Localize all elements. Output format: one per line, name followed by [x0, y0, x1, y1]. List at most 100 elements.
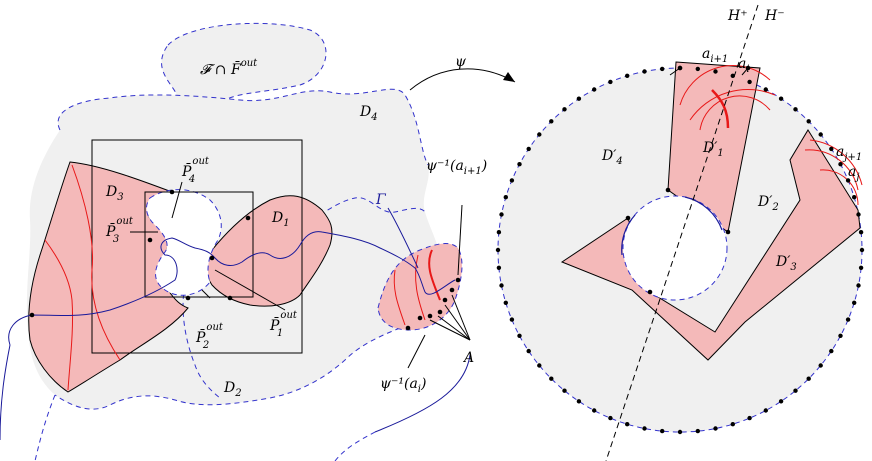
line-h [605, 4, 759, 461]
disk-boundary-point [859, 247, 865, 253]
disk-boundary-point [730, 422, 735, 427]
label-psi-inv-ai: ψ⁻¹(ai) [380, 376, 426, 395]
disk-boundary-point [778, 399, 784, 404]
white-hole-blue-arc-2 [684, 196, 723, 231]
label-a-i1: ai+1 [702, 46, 728, 65]
disk-boundary-point [537, 363, 542, 368]
white-hole-blue-arc [621, 214, 636, 256]
gray-domain-boundary-bottom [54, 327, 401, 410]
disk-boundary-point [562, 107, 567, 112]
disk-boundary-point [517, 333, 522, 338]
disk-boundary-point [549, 376, 554, 381]
red-curve-1 [71, 164, 121, 361]
label-d3: D3 [105, 184, 124, 203]
red-arc-thick [711, 89, 730, 129]
points-right-inner [625, 65, 751, 295]
point [437, 309, 443, 315]
disk-boundary-point [496, 265, 502, 270]
label-d4: D4 [359, 104, 378, 123]
disk-boundary-point [793, 388, 798, 393]
disk-boundary-point [793, 107, 798, 112]
disk-boundary-point [763, 87, 768, 92]
disk-boundary-point [537, 132, 542, 137]
label-d4-prime: D′4 [601, 148, 623, 167]
label-h-minus: H⁻ [764, 8, 785, 24]
disk-boundary-point [713, 69, 718, 74]
disk-boundary-point [576, 96, 582, 101]
point [427, 313, 433, 319]
label-psi-inv-ai1: ψ⁻¹(ai+1) [426, 158, 487, 177]
label-a-j: aj [848, 164, 859, 183]
disk-boundary-point [695, 66, 700, 72]
label-gamma: Γ [375, 192, 387, 208]
white-hole-disk [622, 195, 728, 301]
red-curve-4 [415, 254, 426, 321]
disk-boundary-point [845, 178, 851, 183]
point [405, 325, 411, 331]
point [209, 255, 215, 261]
point [725, 229, 731, 235]
disk-boundary-point [730, 73, 735, 79]
blue-curve-right-tail [374, 354, 471, 433]
label-d2: D2 [223, 380, 242, 399]
disk-boundary-point [695, 428, 700, 434]
blue-curve-gamma [8, 231, 456, 346]
point [625, 215, 631, 221]
label-a-j1: aj+1 [836, 144, 862, 163]
blue-gamma-arrow [387, 207, 419, 269]
disk-boundary-point [677, 429, 683, 435]
gray-domain-boundary-right-tail [334, 431, 376, 461]
disk-boundary-point [576, 399, 582, 404]
disk-boundary-point [526, 146, 531, 152]
disk-boundary-point [499, 283, 504, 288]
disk-boundary-point [829, 146, 834, 152]
point [417, 315, 423, 321]
white-hole-pout [146, 189, 222, 296]
disk-boundary-point [818, 363, 823, 368]
disk-boundary-point [858, 265, 864, 270]
disk-boundary-point [818, 132, 823, 137]
point [449, 287, 455, 293]
point [245, 215, 251, 221]
boundary-points-left [29, 189, 461, 331]
point [169, 189, 175, 195]
disk-boundary-point [625, 73, 630, 79]
disk-boundary-point [763, 408, 768, 413]
disk-boundary-point [625, 422, 630, 427]
disk-boundary-point [806, 119, 811, 124]
gray-domain-boundary-top [57, 88, 429, 166]
disk-boundary-point [747, 79, 752, 85]
inner-box [144, 191, 254, 298]
point [147, 237, 153, 243]
disk-boundary-point [642, 426, 647, 431]
disk-boundary-point [778, 96, 784, 101]
disk-boundary-point [806, 376, 811, 381]
disk-boundary-point [713, 426, 718, 431]
point [442, 297, 448, 303]
label-d3-prime: D′3 [775, 254, 797, 273]
disk-boundary-point [592, 87, 597, 92]
point [29, 312, 35, 318]
disk-boundary-point [562, 388, 567, 393]
label-d1-prime: D′1 [702, 140, 724, 159]
disk-boundary-point [747, 415, 752, 421]
label-f-cap-fout: 𝓕 ∩ F̄out [200, 58, 258, 78]
point [677, 65, 683, 71]
point [455, 277, 461, 283]
point [185, 295, 191, 301]
disk-boundary-point [852, 195, 857, 200]
disk-boundary-point [499, 212, 504, 217]
region-d1 [206, 195, 333, 307]
disk-boundary-point [592, 408, 597, 413]
red-arcs-right [679, 64, 863, 206]
label-psi: ψ [455, 54, 467, 70]
psi-arrow [409, 68, 516, 91]
pointer-lines-left [130, 181, 471, 369]
